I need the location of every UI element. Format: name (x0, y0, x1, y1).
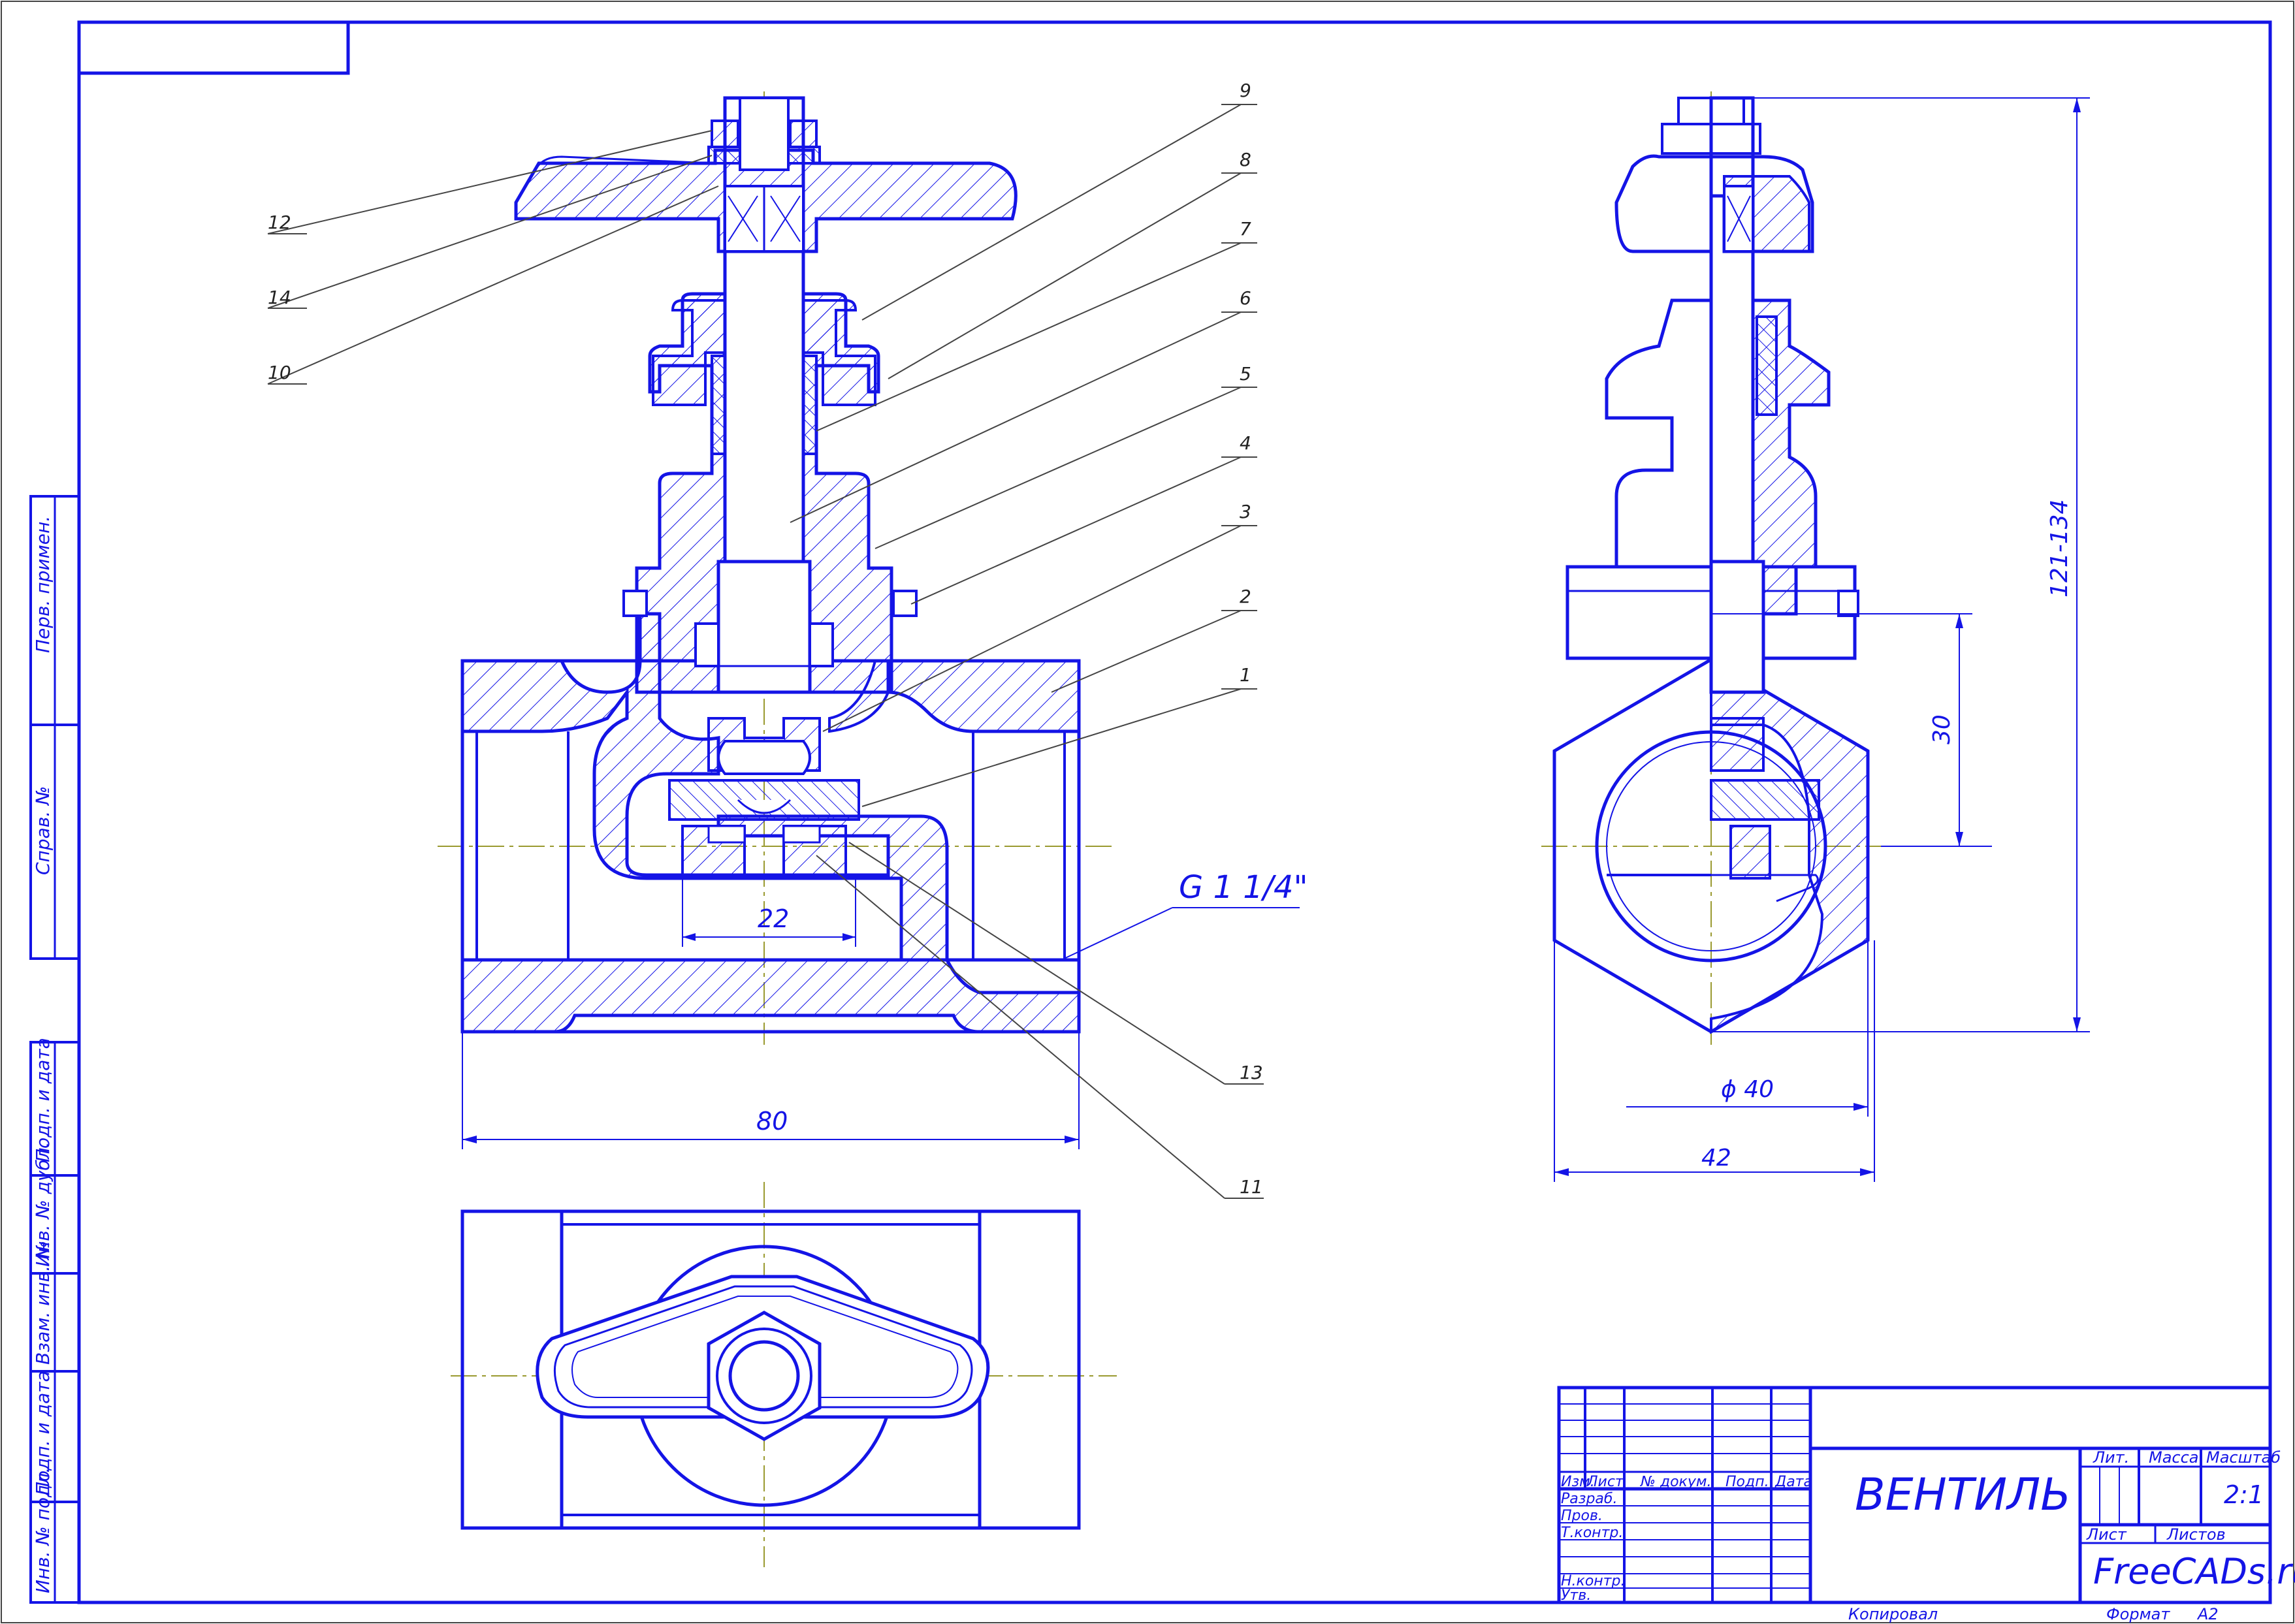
format-label: Формат (2106, 1605, 2170, 1623)
callout-1: 1 (1240, 664, 1251, 686)
title-header-date: Дата (1774, 1474, 1812, 1490)
watermark-text: FreeCADs.ru (2093, 1551, 2295, 1592)
stamp-label-4: Инв. № дубл. (32, 1141, 54, 1267)
title-block: Изм. Лист № докум. Подп. Дата Разраб. Пр… (1557, 1386, 2295, 1623)
title-header-sign: Подп. (1725, 1474, 1769, 1490)
callout-12: 12 (268, 212, 291, 233)
top-view (451, 1182, 1117, 1567)
callout-7: 7 (1240, 218, 1251, 240)
stamp-label-1: Перв. примен. (32, 516, 54, 653)
role-prov: Пров. (1561, 1508, 1603, 1524)
callout-3: 3 (1240, 501, 1251, 522)
sheet-label: Лист (2086, 1525, 2127, 1544)
callout-13: 13 (1240, 1062, 1263, 1083)
side-stamp: Перв. примен. Справ. № Подп. и дата Инв.… (29, 495, 80, 1604)
dimension-80: 80 (756, 1107, 788, 1136)
copied-label: Копировал (1848, 1605, 1938, 1623)
callouts-left: 12 14 10 (267, 130, 719, 385)
callout-5: 5 (1240, 363, 1251, 385)
title-header-doc: № докум. (1640, 1474, 1711, 1490)
side-view: 121-134 30 ϕ 40 42 (1541, 91, 2090, 1182)
dimension-diameter-40: ϕ 40 (1721, 1076, 1774, 1103)
dimension-22: 22 (758, 904, 789, 933)
drawing-title: ВЕНТИЛЬ (1855, 1469, 2071, 1521)
dimension-30: 30 (1929, 714, 1955, 744)
callouts-bottom: 13 11 (816, 842, 1264, 1199)
callout-2: 2 (1240, 586, 1251, 607)
front-section-view: 22 80 G 1 1/4" (438, 91, 1308, 1149)
dimension-121-134: 121-134 (2046, 500, 2073, 597)
callout-6: 6 (1240, 287, 1251, 309)
callout-8: 8 (1240, 149, 1251, 170)
callout-11: 11 (1240, 1176, 1263, 1198)
thread-label: G 1 1/4" (1179, 869, 1308, 906)
scale-value: 2:1 (2224, 1480, 2264, 1509)
callout-4: 4 (1240, 432, 1251, 454)
dimension-42: 42 (1701, 1145, 1731, 1171)
callout-14: 14 (268, 287, 291, 308)
scale-label: Масштаб (2206, 1448, 2281, 1467)
format-value: A2 (2196, 1605, 2219, 1623)
lit-label: Лит. (2093, 1448, 2129, 1467)
role-tkontr: Т.контр. (1561, 1525, 1623, 1541)
callout-9: 9 (1240, 80, 1251, 101)
role-nkontr: Н.контр. (1561, 1573, 1625, 1589)
title-header-izm: Изм. (1561, 1474, 1595, 1490)
stamp-label-5: Взам. инв. № (32, 1241, 54, 1365)
callout-10: 10 (268, 362, 291, 383)
stamp-label-2: Справ. № (32, 786, 54, 875)
mass-label: Масса (2149, 1448, 2199, 1467)
stamp-label-6: Подп. и дата (32, 1371, 54, 1495)
callouts-right: 9 8 7 6 5 4 3 2 1 (790, 80, 1257, 807)
role-utv: Утв. (1561, 1587, 1591, 1604)
sheets-label: Листов (2166, 1525, 2226, 1544)
title-header-list: Лист (1586, 1474, 1624, 1490)
stamp-label-3: Подп. и дата (32, 1038, 54, 1162)
stamp-label-7: Инв. № подл. (32, 1467, 54, 1593)
role-razrab: Разраб. (1561, 1491, 1617, 1507)
